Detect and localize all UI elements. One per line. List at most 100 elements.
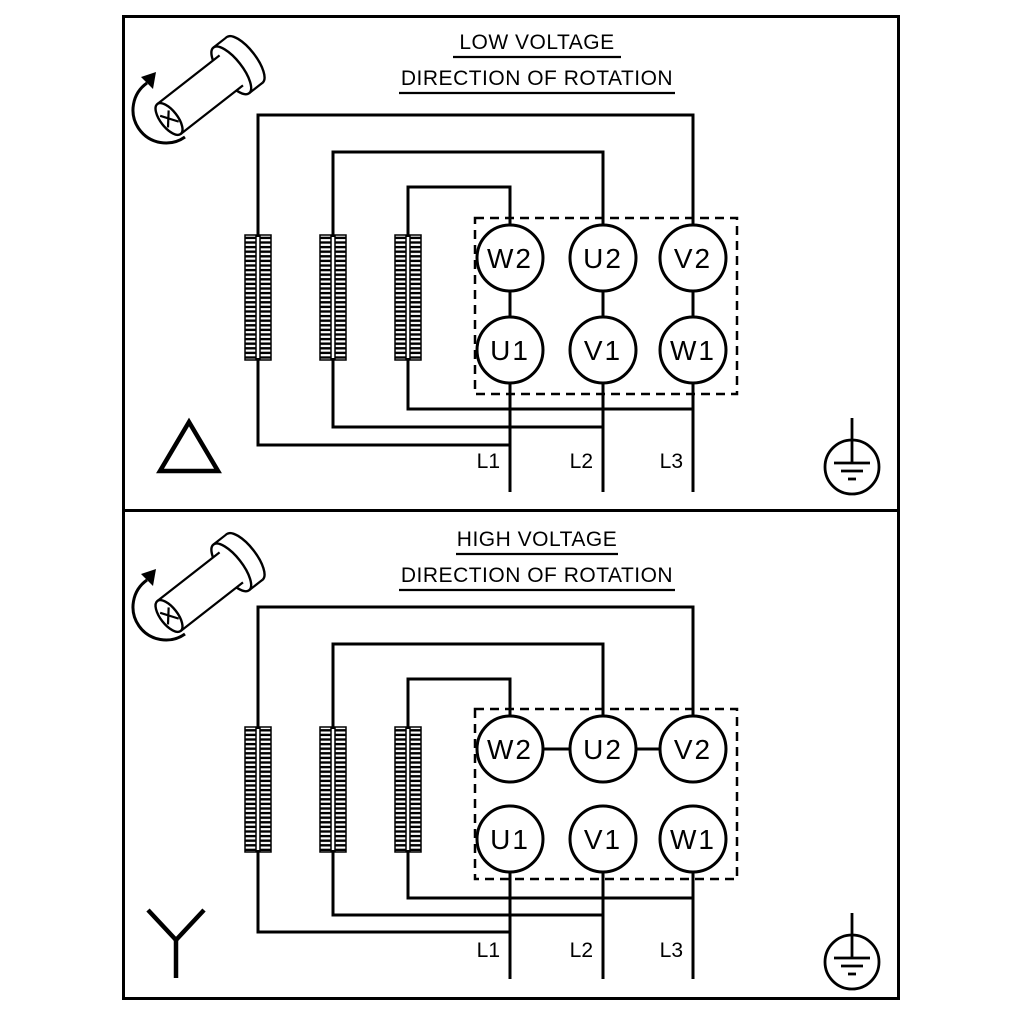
winding-bar: [319, 234, 332, 361]
terminal-circle: [475, 315, 545, 385]
rotation-arrow-arc: [131, 81, 186, 145]
wire-winding2-to-V1: [331, 358, 603, 429]
terminal-W2: W2: [475, 714, 545, 784]
wire-winding2-to-U2: [331, 150, 605, 237]
stator-winding-1: [244, 234, 272, 361]
wire-winding2-to-V1: [331, 850, 603, 917]
terminal-label: U2: [583, 243, 623, 274]
terminal-V2: V2: [658, 714, 728, 784]
delta-symbol: [156, 417, 222, 474]
terminal-circle: [658, 714, 728, 784]
earth-ground-icon: [823, 418, 881, 496]
terminal-label: W1: [670, 824, 716, 855]
terminal-label: W2: [487, 243, 533, 274]
winding-bar: [244, 234, 257, 361]
winding-bar: [334, 234, 347, 361]
terminal-U1: U1: [475, 315, 545, 385]
terminal-W2: W2: [475, 223, 545, 293]
panel-title: LOW VOLTAGE: [459, 31, 614, 54]
wire-winding1-to-U1: [256, 850, 510, 934]
terminal-circle: [475, 714, 545, 784]
shaft-edge-bottom: [180, 84, 244, 135]
wire-winding3-to-W1: [406, 358, 693, 411]
panel-subtitle: DIRECTION OF ROTATION: [401, 564, 673, 587]
rotation-arrow-arc: [131, 578, 186, 642]
wire-winding3-to-W2: [406, 677, 512, 729]
terminal-circle: [658, 315, 728, 385]
star-arm-right: [174, 908, 206, 942]
winding-bar: [409, 234, 422, 361]
terminal-label: W1: [670, 335, 716, 366]
terminal-W1: W1: [658, 804, 728, 874]
rotation-arrowhead: [141, 72, 156, 89]
terminal-U2: U2: [568, 223, 638, 293]
stator-winding-1: [244, 726, 272, 853]
wire-winding2-to-U2: [331, 642, 605, 729]
ground-circle: [823, 438, 881, 496]
lead-label-L2: L2: [570, 939, 593, 962]
stator-winding-3: [394, 234, 422, 361]
winding-bar: [319, 726, 332, 853]
center-mark-2: [166, 607, 170, 625]
terminal-circle: [658, 223, 728, 293]
stator-winding-2: [319, 234, 347, 361]
terminal-U2: U2: [568, 714, 638, 784]
star-symbol: [146, 908, 206, 978]
wire-winding3-to-W1: [406, 850, 693, 900]
terminal-label: V1: [584, 824, 622, 855]
lead-label-L3: L3: [660, 450, 683, 473]
rotation-shaft-icon: [131, 34, 266, 145]
terminal-circle: [568, 804, 638, 874]
terminal-circle: [475, 223, 545, 293]
ground-circle: [823, 933, 881, 991]
terminal-V1: V1: [568, 315, 638, 385]
lead-label-L2: L2: [570, 450, 593, 473]
panel-subtitle: DIRECTION OF ROTATION: [401, 67, 673, 90]
terminal-circle: [568, 714, 638, 784]
stator-winding-3: [394, 726, 422, 853]
shaft-body: [157, 55, 244, 135]
terminal-board-outline: [473, 707, 739, 881]
shaft-edge-top: [156, 551, 221, 602]
high-voltage-diagram: HIGH VOLTAGE DIRECTION OF ROTATION: [131, 528, 881, 991]
terminal-label: W2: [487, 734, 533, 765]
panel-title: HIGH VOLTAGE: [457, 528, 617, 551]
panel-divider: [122, 509, 900, 512]
shaft-body: [157, 552, 244, 632]
winding-bar: [409, 726, 422, 853]
winding-bar: [259, 234, 272, 361]
lead-label-L3: L3: [660, 939, 683, 962]
lead-label-L1: L1: [477, 450, 500, 473]
shaft-edge-top: [156, 54, 221, 105]
winding-bar: [394, 234, 407, 361]
winding-bar: [394, 726, 407, 853]
winding-bar: [244, 726, 257, 853]
star-arm-left: [146, 908, 178, 942]
shaft-edge-bottom: [180, 581, 244, 632]
terminal-circle: [568, 223, 638, 293]
lead-label-L1: L1: [477, 939, 500, 962]
wire-winding1-to-U1: [256, 358, 510, 447]
rotation-arrowhead: [141, 569, 156, 586]
shaft-cylinder: [154, 34, 266, 137]
terminal-label: U1: [490, 335, 530, 366]
center-mark-2: [166, 110, 170, 128]
stator-winding-2: [319, 726, 347, 853]
low-voltage-diagram: LOW VOLTAGE DIRECTION OF ROTATION: [131, 31, 881, 496]
terminal-board-outline: [473, 216, 739, 396]
rotation-shaft-icon: [131, 531, 266, 642]
terminal-circle: [568, 315, 638, 385]
terminal-W1: W1: [658, 315, 728, 385]
terminal-U1: U1: [475, 804, 545, 874]
terminal-label: V2: [674, 243, 712, 274]
earth-ground-icon: [823, 913, 881, 991]
terminal-label: V1: [584, 335, 622, 366]
terminal-label: U1: [490, 824, 530, 855]
terminal-circle: [658, 804, 728, 874]
winding-bar: [259, 726, 272, 853]
wire-winding3-to-W2: [406, 185, 512, 237]
winding-bar: [334, 726, 347, 853]
terminal-circle: [475, 804, 545, 874]
wire-winding1-to-V2: [256, 113, 695, 237]
